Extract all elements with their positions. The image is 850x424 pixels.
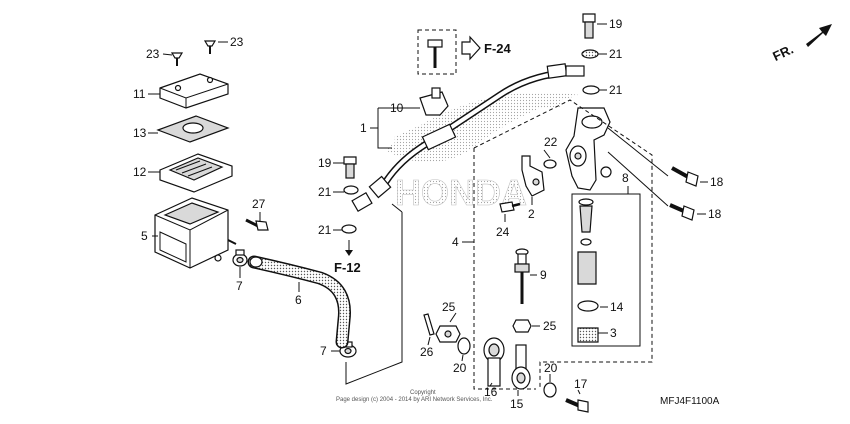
rod-joint-15-icon [511, 344, 531, 390]
label-21-left-upper: 21 [318, 185, 332, 199]
label-19-left: 19 [318, 156, 332, 170]
screw-23-right-icon [203, 40, 217, 47]
washer-21-left-lower-icon [341, 224, 357, 234]
label-13: 13 [133, 126, 147, 140]
front-direction-indicator: FR. [770, 24, 832, 64]
bolt-18-lower-icon [669, 203, 695, 221]
label-21-right-lower: 21 [609, 83, 623, 97]
label-10: 10 [390, 101, 404, 115]
master-cylinder-group [154, 40, 237, 269]
label-4: 4 [452, 235, 459, 249]
label-21-right-upper: 21 [609, 47, 623, 61]
label-16: 16 [484, 385, 498, 399]
f24-label: F-24 [484, 41, 512, 56]
label-25-right: 25 [543, 319, 557, 333]
label-3: 3 [610, 326, 617, 340]
rear-master-cylinder-icon [565, 107, 612, 191]
watermark-text: HONDA [395, 172, 527, 213]
label-6: 6 [295, 293, 302, 307]
label-17: 17 [574, 377, 588, 391]
label-19-right: 19 [609, 17, 623, 31]
bracket-2-icon [521, 155, 545, 197]
copyright-line2: Page design (c) 2004 - 2014 by ARI Netwo… [336, 397, 493, 403]
label-2: 2 [528, 207, 535, 221]
rod-joint-16-icon [483, 337, 505, 387]
f24-reference: F-24 [417, 29, 512, 75]
label-24: 24 [496, 225, 510, 239]
brake-hose-icon [351, 63, 585, 213]
label-25-left: 25 [442, 300, 456, 314]
label-22: 22 [544, 135, 558, 149]
label-18-upper: 18 [710, 175, 724, 189]
washer-21-right-lower-icon [582, 85, 600, 95]
label-8: 8 [622, 171, 629, 185]
oring-22-icon [543, 159, 557, 169]
label-9: 9 [540, 268, 547, 282]
f12-arrow [345, 240, 353, 256]
label-7-lower: 7 [320, 344, 327, 358]
diagram-code: MFJ4F1100A [660, 396, 720, 407]
reservoir-cap-icon [159, 73, 229, 109]
leader-lines [148, 23, 708, 396]
part-number-labels: 23 23 11 13 12 5 27 7 7 6 1 10 19 21 21 … [133, 17, 724, 411]
label-20-left: 20 [453, 361, 467, 375]
washer-20-left-icon [457, 337, 471, 355]
label-1: 1 [360, 121, 367, 135]
nut-25-right-icon [512, 319, 532, 333]
washer-20-right-icon [543, 382, 557, 398]
label-27: 27 [252, 197, 266, 211]
push-rod-9-icon [514, 248, 530, 304]
screw-23-left-icon [170, 52, 184, 59]
label-14: 14 [610, 300, 624, 314]
banjo-bolt-19-left-icon [343, 156, 357, 179]
label-26: 26 [420, 345, 434, 359]
label-23-left: 23 [146, 47, 160, 61]
label-f12: F-12 [334, 260, 361, 275]
label-12: 12 [133, 165, 147, 179]
bolt-27-icon [245, 218, 269, 231]
label-18-lower: 18 [708, 207, 722, 221]
copyright-line1: Copyright [410, 390, 436, 396]
nut-25-left-icon [435, 325, 461, 343]
label-11: 11 [133, 87, 146, 101]
front-direction-label: FR. [770, 42, 795, 64]
label-7-upper: 7 [236, 279, 243, 293]
label-15: 15 [510, 397, 524, 411]
label-20-right: 20 [544, 361, 558, 375]
cotter-pin-26-icon [423, 313, 435, 336]
label-23-right: 23 [230, 35, 244, 49]
label-21-left-lower: 21 [318, 223, 332, 237]
piston-set-8-icon [571, 193, 641, 347]
washer-21-right-upper-icon [581, 49, 599, 59]
clamp-7-upper-icon [232, 249, 248, 267]
washer-21-left-upper-icon [343, 185, 359, 195]
bolt-17-icon [565, 398, 589, 413]
bolt-24-icon [499, 201, 521, 213]
banjo-bolt-19-right-icon [582, 13, 596, 39]
reservoir-hose-icon [247, 255, 351, 349]
label-5: 5 [141, 229, 148, 243]
bolt-18-upper-icon [671, 166, 699, 187]
